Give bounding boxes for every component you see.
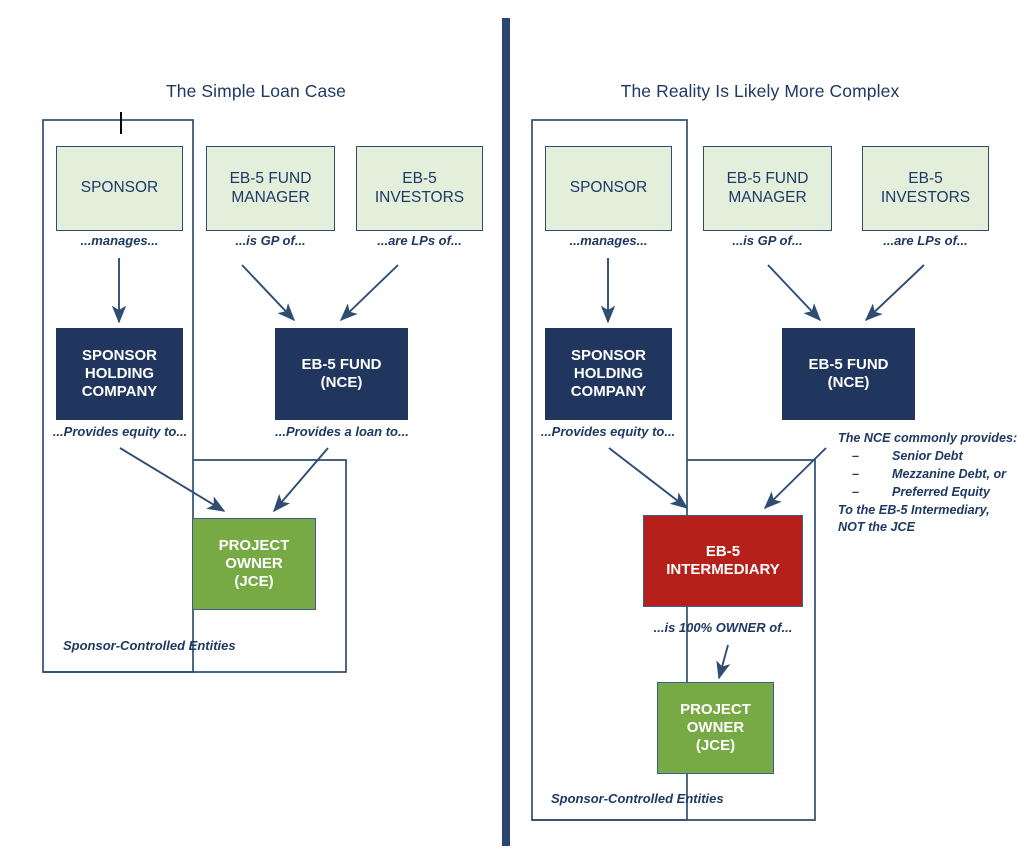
left-node-sponsor-holding-company: SPONSOR HOLDING COMPANY [56, 328, 183, 420]
right-node-sponsor-holding-company: SPONSOR HOLDING COMPANY [545, 328, 672, 420]
left-node-holding-label: SPONSOR HOLDING COMPANY [81, 347, 158, 400]
right-panel-title: The Reality Is Likely More Complex [620, 81, 900, 101]
right-node-project-owner-jce: PROJECT OWNER (JCE) [657, 682, 774, 774]
bullet-dash-icon: – [852, 448, 860, 463]
right-label-manages: ...manages... [569, 233, 648, 248]
left-frame-tick-mark [120, 112, 123, 134]
left-node-sponsor-label: SPONSOR [80, 179, 159, 197]
nce-note-bullet-3: –Preferred Equity [838, 484, 1017, 502]
left-label-are-lps-of: ...are LPs of... [377, 233, 462, 248]
nce-note-outro-2: NOT the JCE [838, 520, 915, 535]
arrow-fund-to-intermediary [763, 447, 827, 510]
right-node-fund-label: EB-5 FUND (NCE) [808, 356, 889, 391]
arrow-investors-to-fund-r [864, 264, 925, 322]
right-node-intermediary-label: EB-5 INTERMEDIARY [666, 543, 780, 578]
left-node-fund-manager: EB-5 FUND MANAGER [206, 146, 335, 231]
left-label-manages: ...manages... [80, 233, 159, 248]
right-node-fund-manager: EB-5 FUND MANAGER [703, 146, 832, 231]
left-node-project-owner-label: PROJECT OWNER (JCE) [218, 537, 290, 590]
right-node-eb5-intermediary: EB-5 INTERMEDIARY [643, 515, 803, 607]
arrow-holding-to-project [119, 447, 226, 512]
left-label-is-gp-of: ...is GP of... [235, 233, 306, 248]
right-label-provides-equity: ...Provides equity to... [540, 424, 676, 439]
nce-note: The NCE commonly provides: –Senior Debt … [838, 430, 1017, 537]
arrow-investors-to-fund [339, 264, 399, 322]
center-divider [502, 18, 510, 846]
right-node-investors: EB-5 INVESTORS [862, 146, 989, 231]
right-group-caption: Sponsor-Controlled Entities [551, 791, 724, 806]
left-label-provides-equity: ...Provides equity to... [52, 424, 188, 439]
nce-note-outro-1: To the EB-5 Intermediary, [838, 502, 990, 517]
left-node-investors-label: EB-5 INVESTORS [374, 170, 465, 206]
arrow-holding-to-intermediary [608, 447, 689, 509]
left-group-caption: Sponsor-Controlled Entities [63, 638, 236, 653]
right-label-owner-of: ...is 100% OWNER of... [653, 620, 793, 635]
left-panel-title: The Simple Loan Case [165, 81, 347, 101]
left-label-provides-loan: ...Provides a loan to... [275, 424, 409, 439]
nce-note-intro: The NCE commonly provides: [838, 431, 1018, 445]
left-node-investors: EB-5 INVESTORS [356, 146, 483, 231]
nce-note-bullet-1: –Senior Debt [838, 448, 1017, 466]
right-label-are-lps-of: ...are LPs of... [883, 233, 968, 248]
arrow-manager-to-fund [241, 264, 296, 322]
right-node-holding-label: SPONSOR HOLDING COMPANY [570, 347, 647, 400]
right-node-sponsor-label: SPONSOR [569, 179, 648, 197]
left-node-fund-manager-label: EB-5 FUND MANAGER [229, 170, 312, 206]
bullet-dash-icon: – [852, 466, 860, 481]
arrow-fund-to-project [273, 447, 329, 513]
bullet-dash-icon: – [852, 484, 860, 499]
nce-note-bullet-2: –Mezzanine Debt, or [838, 466, 1017, 484]
left-node-fund-label: EB-5 FUND (NCE) [301, 356, 382, 391]
arrow-intermediary-to-project [716, 644, 731, 680]
arrow-manager-to-fund-r [767, 264, 822, 322]
right-node-investors-label: EB-5 INVESTORS [880, 170, 971, 206]
right-node-sponsor: SPONSOR [545, 146, 672, 231]
left-node-project-owner-jce: PROJECT OWNER (JCE) [192, 518, 316, 610]
left-node-sponsor: SPONSOR [56, 146, 183, 231]
right-node-project-owner-label: PROJECT OWNER (JCE) [680, 701, 751, 754]
left-node-eb5-fund-nce: EB-5 FUND (NCE) [275, 328, 408, 420]
right-node-eb5-fund-nce: EB-5 FUND (NCE) [782, 328, 915, 420]
right-label-is-gp-of: ...is GP of... [732, 233, 803, 248]
right-node-fund-manager-label: EB-5 FUND MANAGER [726, 170, 809, 206]
